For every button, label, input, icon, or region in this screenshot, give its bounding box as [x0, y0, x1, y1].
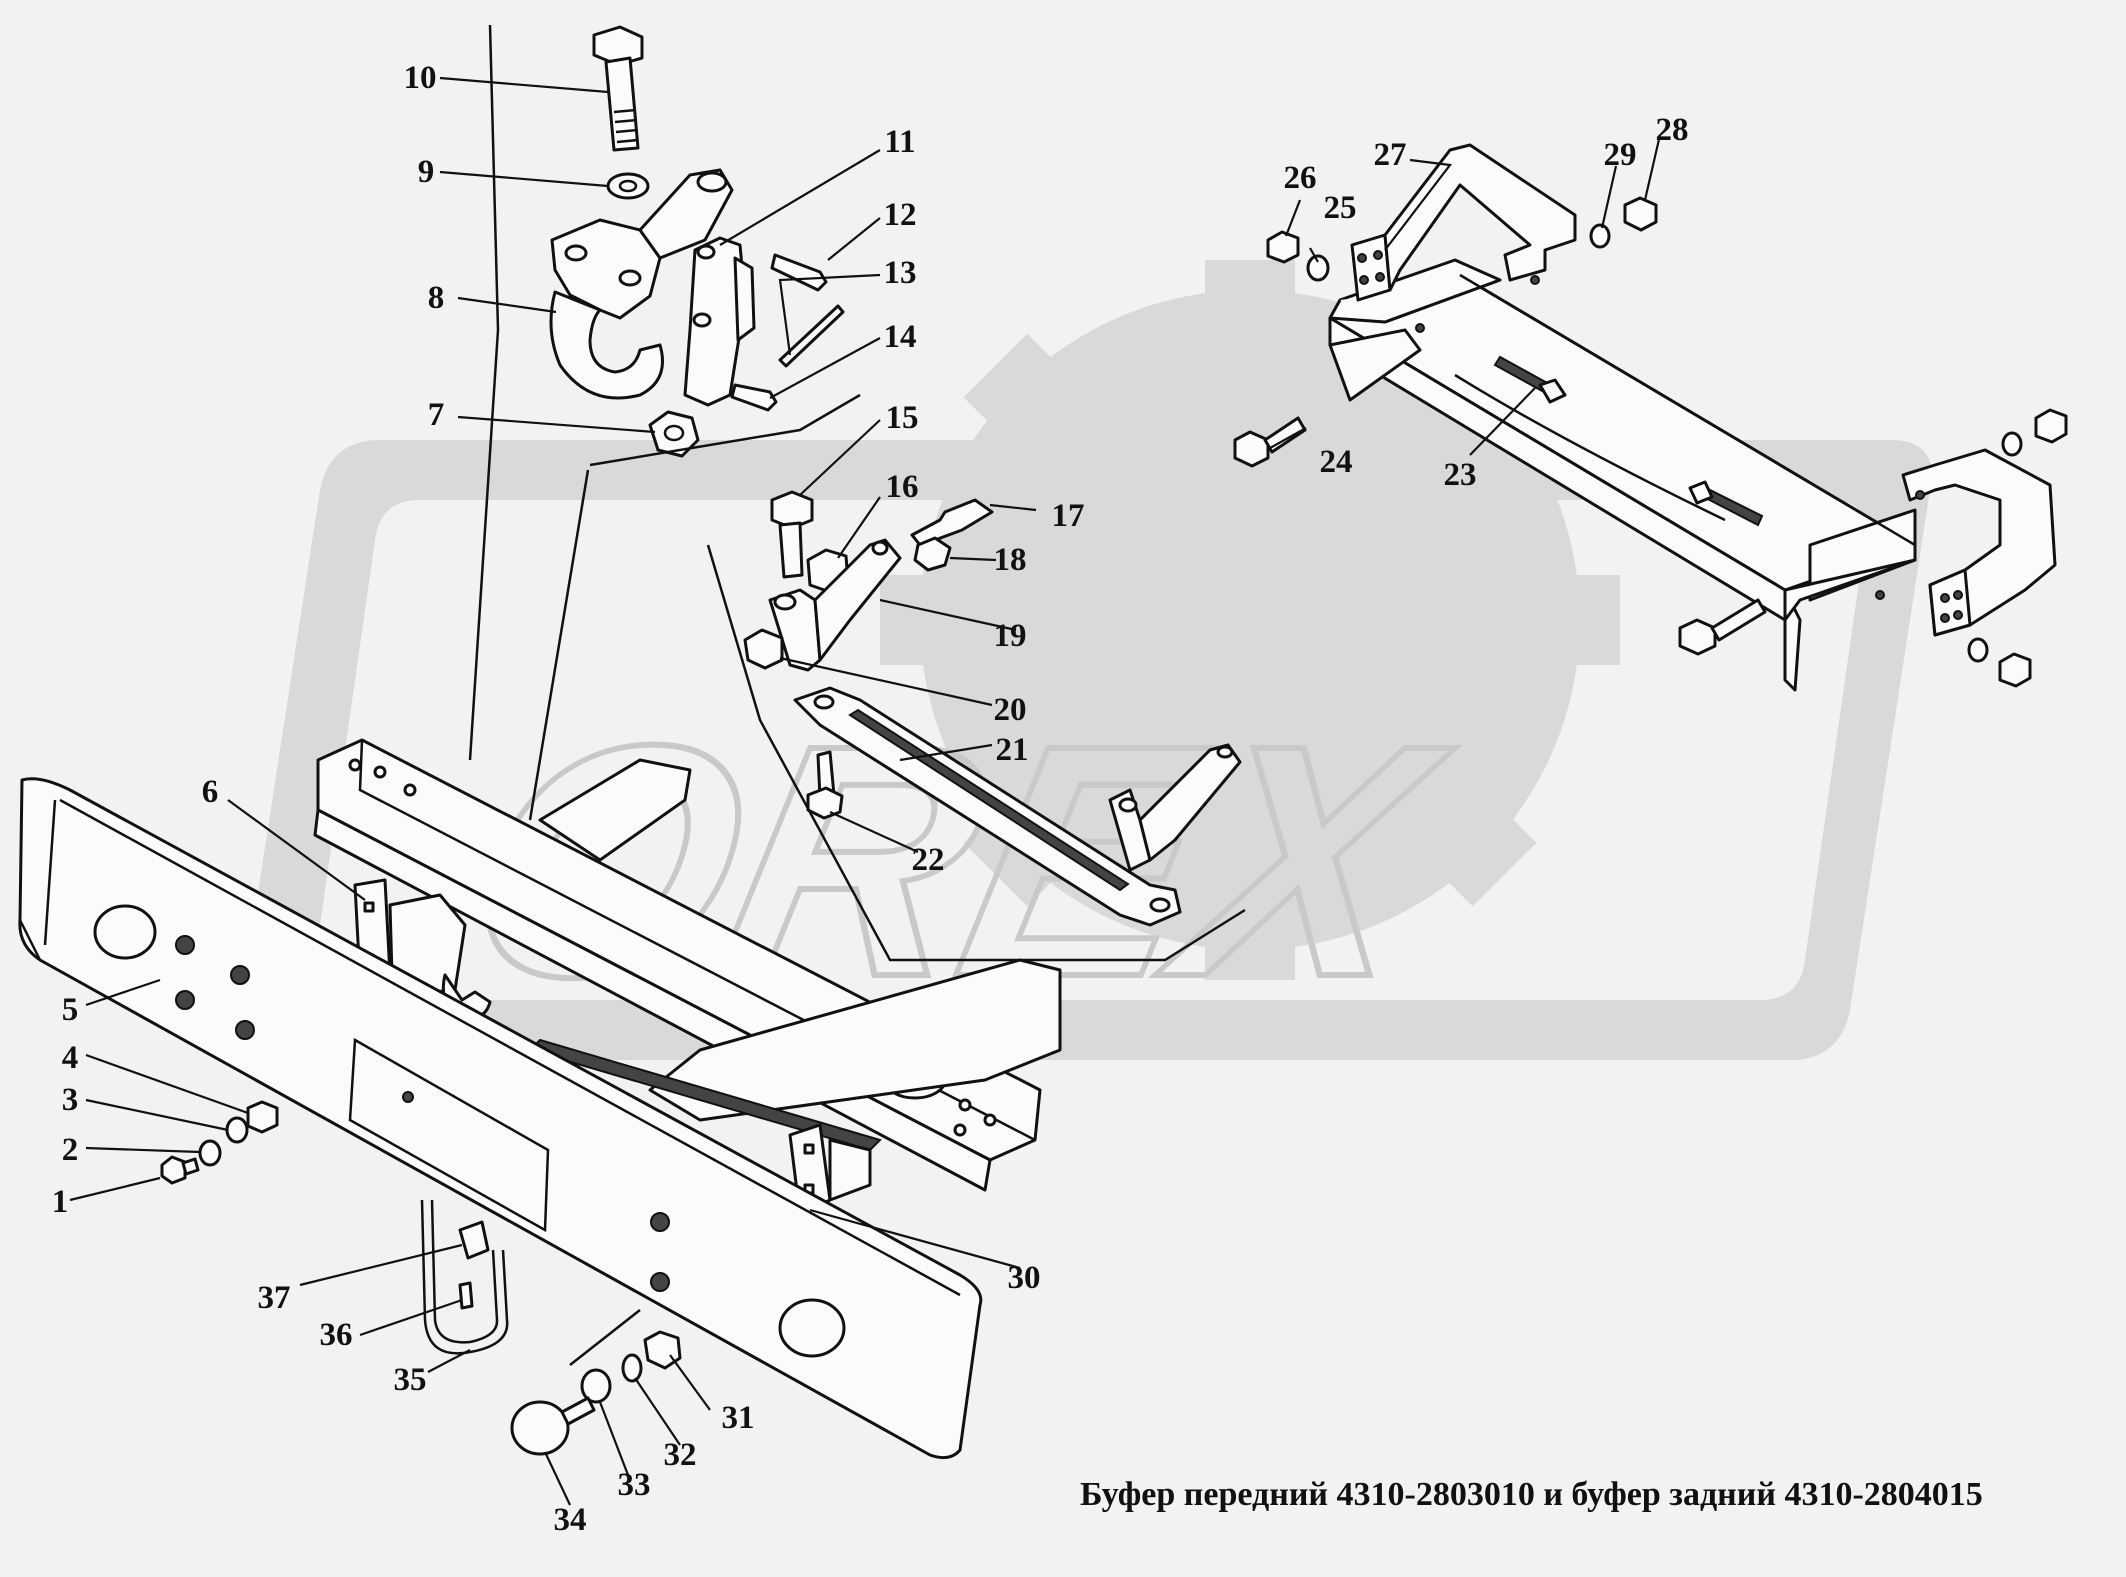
- washer-32-icon: [621, 1353, 643, 1383]
- callout-19: 19: [994, 618, 1027, 654]
- nut-26-icon: [1266, 230, 1300, 264]
- callout-16: 16: [886, 469, 919, 505]
- pin-12-icon: [770, 253, 828, 292]
- callout-25: 25: [1324, 190, 1357, 226]
- callout-36: 36: [320, 1317, 353, 1353]
- bolt-24-icon: [1233, 416, 1307, 468]
- callout-3: 3: [62, 1082, 79, 1118]
- callout-28: 28: [1656, 112, 1689, 148]
- callout-27: 27: [1374, 137, 1407, 173]
- callout-4: 4: [62, 1040, 79, 1076]
- callout-33: 33: [618, 1467, 651, 1503]
- callout-21: 21: [996, 732, 1029, 768]
- spring-23-icon: [1454, 355, 1764, 527]
- washer-29-icon: [1589, 223, 1611, 249]
- callout-15: 15: [886, 400, 919, 436]
- rear-beam-icon: [1328, 258, 1917, 692]
- callout-31: 31: [722, 1400, 755, 1436]
- callout-32: 32: [664, 1437, 697, 1473]
- callout-35: 35: [394, 1362, 427, 1398]
- nut-18-icon: [913, 536, 952, 572]
- callout-37: 37: [258, 1280, 291, 1316]
- bolt-1-icon: [160, 1155, 200, 1185]
- bracket-19-icon: [768, 538, 902, 672]
- leader-lines: [69, 76, 1662, 1506]
- bolt-10-icon: [592, 25, 644, 152]
- bracket-right-icon: [1901, 448, 2057, 637]
- nut-20-icon: [743, 628, 784, 670]
- callout-labels: 1 2 3 4 5 6 7 8 9 10 11 12 13 14 15 16 1…: [52, 60, 1689, 1538]
- bracket-27-icon: [1350, 143, 1577, 302]
- callout-12: 12: [884, 197, 917, 233]
- callout-6: 6: [202, 774, 219, 810]
- callout-29: 29: [1604, 137, 1637, 173]
- tow-hook-assembly: [468, 24, 861, 821]
- bolt-34-icon: [510, 1396, 596, 1456]
- diagram-caption: Буфер передний 4310-2803010 и буфер задн…: [1080, 1476, 1983, 1513]
- callout-2: 2: [62, 1132, 79, 1168]
- callout-34: 34: [554, 1502, 587, 1538]
- bolt-22-icon: [806, 750, 844, 820]
- callout-11: 11: [884, 124, 915, 160]
- washer-2-icon: [198, 1139, 222, 1167]
- callout-22: 22: [912, 842, 945, 878]
- callout-23: 23: [1444, 457, 1477, 493]
- washer-25-icon: [1306, 254, 1330, 282]
- cross-channel-icon: [528, 758, 1062, 1152]
- callout-18: 18: [994, 542, 1027, 578]
- callout-14: 14: [884, 319, 917, 355]
- bumper-beam-5-icon: [18, 777, 983, 1460]
- callout-5: 5: [62, 992, 79, 1028]
- front-bumper-assembly: [18, 738, 1062, 1460]
- rear-bumper-assembly: [1233, 143, 2068, 692]
- washer-33-icon: [580, 1368, 612, 1404]
- callout-24: 24: [1320, 444, 1353, 480]
- callout-7: 7: [428, 397, 445, 433]
- callout-30: 30: [1008, 1260, 1041, 1296]
- callout-8: 8: [428, 280, 445, 316]
- mount-parts: [706, 490, 1246, 962]
- callout-13: 13: [884, 255, 917, 291]
- spring-13-icon: [778, 304, 845, 368]
- hook-body-8-icon: [549, 168, 734, 400]
- nut-7-icon: [648, 410, 700, 458]
- u-bolt-35-icon: [420, 1199, 509, 1355]
- latch-11-icon: [683, 236, 756, 407]
- washer-9-icon: [606, 172, 650, 200]
- washer-3-icon: [225, 1116, 249, 1144]
- callout-20: 20: [994, 692, 1027, 728]
- callout-9: 9: [418, 154, 435, 190]
- nut-28-icon: [1623, 196, 1658, 232]
- callout-26: 26: [1284, 160, 1317, 196]
- nut-31-icon: [643, 1330, 682, 1370]
- nut-4-icon: [246, 1100, 279, 1134]
- pin-14-icon: [730, 383, 778, 412]
- strut-21-icon: [793, 686, 1242, 927]
- bolt-15-icon: [770, 490, 814, 579]
- callout-17: 17: [1052, 498, 1085, 534]
- callout-1: 1: [52, 1184, 69, 1220]
- callout-10: 10: [404, 60, 437, 96]
- bolt-lower-icon: [1678, 598, 1767, 656]
